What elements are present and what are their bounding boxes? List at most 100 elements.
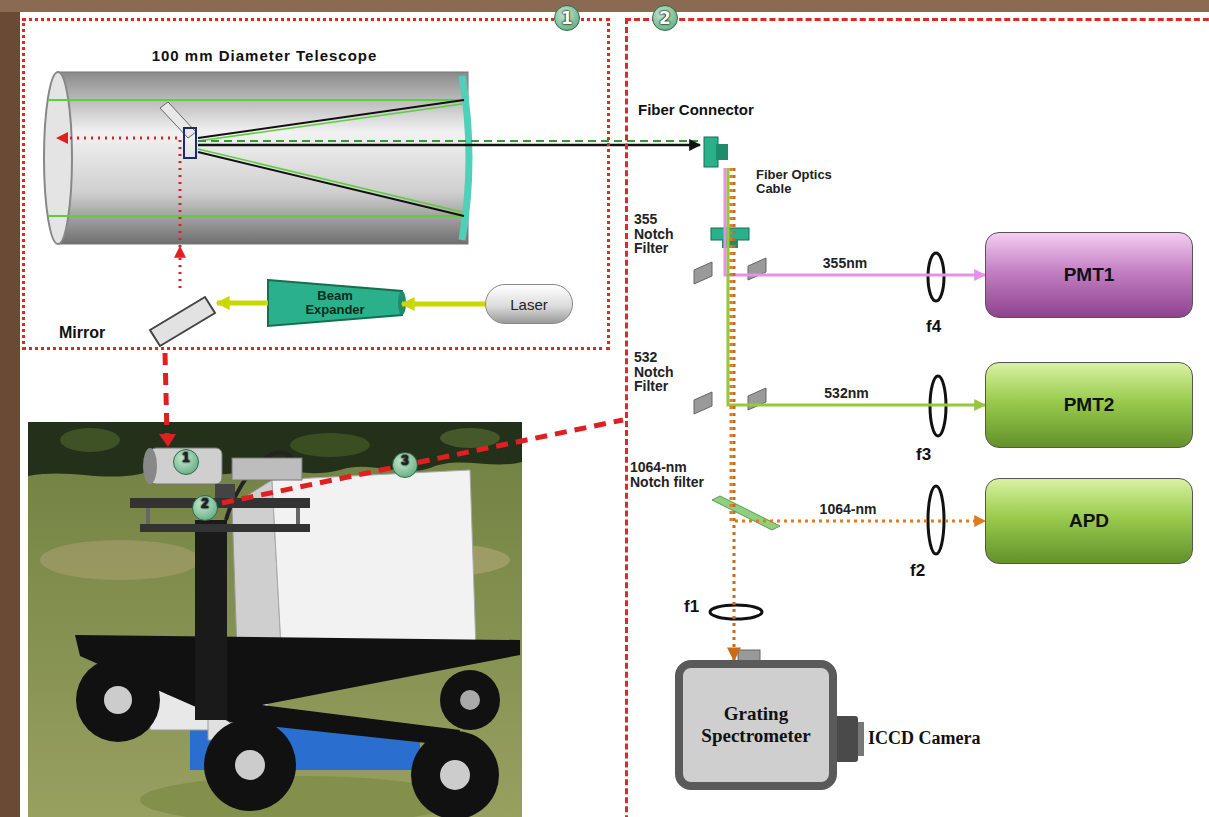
rover-photo xyxy=(290,433,370,457)
telescope-drawing xyxy=(198,149,462,212)
fiber-connector: Fiber Connector xyxy=(700,135,740,168)
node-text: Beam Expander xyxy=(295,289,375,318)
telescope-drawing xyxy=(198,104,462,141)
photo-leader-lines xyxy=(165,353,167,436)
detector-box: PMT2 xyxy=(985,362,1193,448)
beam-connector xyxy=(725,168,985,275)
beam-connector xyxy=(402,302,485,307)
telescope-drawing xyxy=(160,102,196,138)
rover-photo xyxy=(296,508,300,524)
callout-number: 1 xyxy=(554,5,580,31)
beam-connector xyxy=(217,301,268,306)
photo-leader-lines xyxy=(159,353,623,503)
rover-photo xyxy=(215,484,235,498)
beam-connector xyxy=(487,144,700,147)
node-text: Grating Spectrometer xyxy=(683,703,829,747)
lens-label: f2 xyxy=(910,562,925,580)
telescope-drawing xyxy=(198,144,487,147)
beam-connector xyxy=(728,168,985,405)
beam-connector xyxy=(179,247,182,288)
node-text: Mirror xyxy=(59,324,105,342)
telescope-drawing xyxy=(56,132,68,144)
node-text: ICCD Camera xyxy=(868,728,980,749)
detector-box: APD xyxy=(985,478,1193,564)
notch-filters xyxy=(748,258,766,280)
lens-label: f1 xyxy=(684,598,699,616)
rover-photo xyxy=(28,422,522,817)
fiber-parts xyxy=(716,144,728,160)
lens-label: f4 xyxy=(926,318,941,336)
beam-expander: Beam Expander xyxy=(268,280,402,326)
turning-mirror xyxy=(150,297,215,346)
rover-photo xyxy=(440,428,500,448)
telescope-drawing xyxy=(198,140,698,142)
rover-photo xyxy=(76,658,160,742)
node-text: PMT1 xyxy=(1064,264,1115,286)
mirror: Mirror xyxy=(55,288,217,350)
part-label: Fiber Optics Cable xyxy=(756,168,842,195)
rover-photo xyxy=(411,731,499,817)
rover-photo xyxy=(150,448,222,484)
rover-photo xyxy=(204,719,296,811)
spectrometer-parts xyxy=(858,722,864,756)
photo-leader-lines xyxy=(222,420,623,503)
connector-group xyxy=(180,145,985,660)
callout-number: 2 xyxy=(192,495,218,521)
background xyxy=(20,12,1209,817)
rover-photo xyxy=(130,498,310,508)
lenses xyxy=(710,605,762,619)
rover-photo xyxy=(40,540,200,580)
node-text: Laser xyxy=(510,296,548,313)
telescope-drawing xyxy=(184,128,196,158)
background xyxy=(0,0,1209,12)
node-text: PMT2 xyxy=(1064,394,1115,416)
notch-filters xyxy=(694,262,712,284)
beam-expander-drawing xyxy=(268,280,402,326)
telescope-drawing xyxy=(44,72,698,247)
lens-label: f3 xyxy=(916,446,931,464)
rover-photo xyxy=(104,686,132,714)
rover-photo xyxy=(143,448,157,484)
rover-photo xyxy=(235,750,265,780)
laser-source: Laser xyxy=(485,284,573,324)
telescope-drawing xyxy=(44,72,72,244)
lenses xyxy=(928,253,944,301)
telescope-drawing xyxy=(198,152,464,216)
fiber-parts xyxy=(704,137,718,167)
beam-expander-drawing xyxy=(268,280,406,326)
telescope-drawing xyxy=(48,215,464,217)
notch-filters xyxy=(694,258,780,530)
beam-connector xyxy=(731,168,985,521)
spectrometer-box: Grating Spectrometer xyxy=(675,660,837,790)
detector-box: PMT1 xyxy=(985,232,1193,318)
node-text: APD xyxy=(1069,510,1109,532)
rover-photo xyxy=(60,428,120,452)
turning-mirror xyxy=(150,297,215,346)
camera: ICCD Camera xyxy=(826,712,1001,764)
callout-number: 3 xyxy=(392,452,418,478)
rover-photo xyxy=(146,508,150,524)
callout-number: 1 xyxy=(173,449,199,475)
telescope: 100 mm Diameter Telescope xyxy=(42,45,487,247)
notch-filters xyxy=(712,496,780,530)
rover-photo xyxy=(460,690,480,710)
wavelength-label: 355nm xyxy=(821,255,869,271)
filter-label: 532 Notch Filter xyxy=(634,350,696,394)
telescope-drawing xyxy=(66,138,180,247)
wavelength-label: 1064-nm xyxy=(818,501,879,517)
lenses xyxy=(928,486,944,554)
node-text: Fiber Connector xyxy=(638,101,754,118)
telescope-drawing xyxy=(48,99,464,101)
wavelength-label: 532nm xyxy=(822,385,870,401)
region-frame: 100 mm Diameter TelescopeMirror Beam Expa… xyxy=(22,18,610,350)
beam-connector xyxy=(733,168,736,660)
rover-photo xyxy=(140,524,310,532)
filter-label: 355 Notch Filter xyxy=(634,212,696,256)
rover-photo xyxy=(232,458,302,480)
photo-leader-lines xyxy=(159,434,176,447)
filter-label: 1064-nm Notch filter xyxy=(630,460,710,489)
